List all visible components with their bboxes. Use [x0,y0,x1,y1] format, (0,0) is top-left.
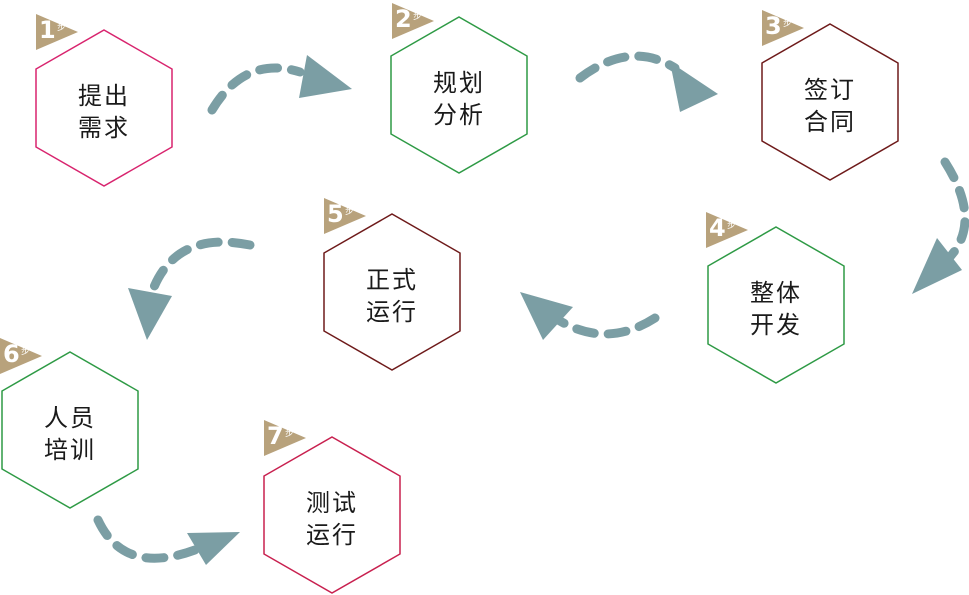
step-2-label: 规划分析 [433,69,485,129]
arrow-2-to-3 [575,51,680,83]
step-6-badge: 6 步 [0,338,42,374]
step-2: 规划分析 [389,15,529,175]
arrow-6-to-7 [93,515,205,563]
arrow-1-to-2 [207,63,305,115]
step-4: 整体开发 [706,225,846,385]
step-7: 测试运行 [262,435,402,595]
step-5: 正式运行 [322,212,462,372]
arrowhead-6 [187,532,240,565]
step-3-badge: 3 步 [762,10,804,46]
arrowhead-5 [128,288,172,340]
arrowhead-2 [670,62,718,112]
step-2-badge: 2 步 [392,3,434,39]
step-6: 人员培训 [0,350,140,510]
arrow-4-to-5 [550,313,660,339]
step-1: 提出需求 [34,28,174,188]
step-3: 签订合同 [760,22,900,182]
step-1-label: 提出需求 [78,82,130,142]
step-4-label: 整体开发 [750,279,802,339]
step-1-badge: 1 步 [36,14,78,50]
step-3-label: 签订合同 [804,76,856,136]
arrowhead-3 [912,238,962,294]
step-7-badge: 7 步 [264,420,306,456]
step-6-label: 人员培训 [44,404,96,464]
step-7-label: 测试运行 [306,489,358,549]
step-4-badge: 4 步 [706,212,748,248]
step-5-badge: 5 步 [324,198,366,234]
arrow-5-to-6 [147,237,255,297]
arrowhead-1 [299,55,352,98]
arrowhead-4 [520,292,573,340]
arrow-3-to-4 [940,157,969,267]
step-5-label: 正式运行 [366,266,418,326]
